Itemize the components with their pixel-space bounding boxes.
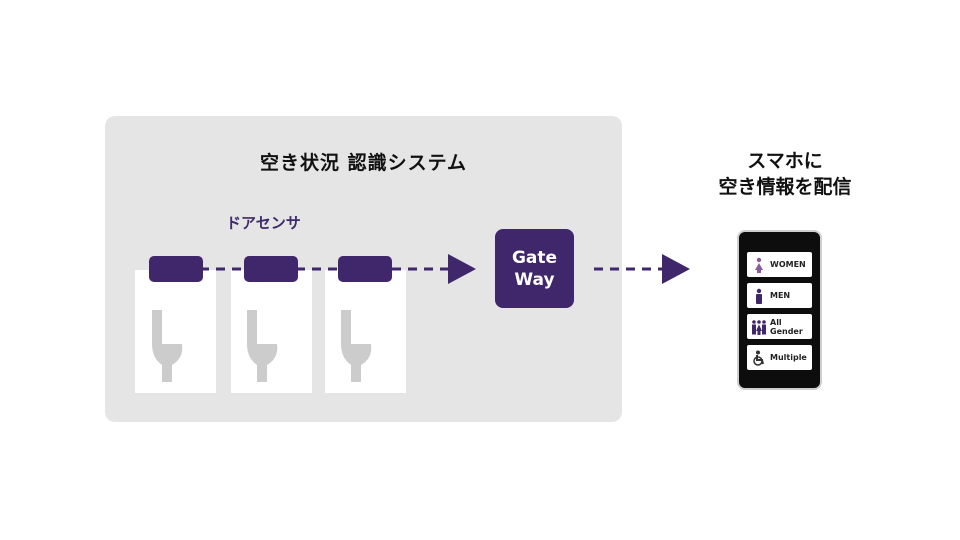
woman-icon <box>751 257 767 273</box>
toilet-stall <box>135 270 216 393</box>
multiple-label: Multiple <box>770 353 807 362</box>
all-gender-button[interactable]: All Gender <box>747 314 812 339</box>
door-sensor <box>149 256 203 282</box>
arrow-head-icon <box>448 254 476 284</box>
all-gender-label: All Gender <box>770 317 803 336</box>
gateway-label-line2: Way <box>514 269 555 290</box>
gateway-label-line1: Gate <box>511 247 558 268</box>
gateway-box: Gate Way <box>495 229 574 308</box>
arrow-head-icon <box>662 254 690 284</box>
toilet-icon <box>341 310 372 382</box>
toilet-stall <box>325 270 406 393</box>
men-button[interactable]: MEN <box>747 283 812 308</box>
toilet-stall <box>231 270 312 393</box>
smartphone: WOMEN MEN All Gender Multiple <box>737 230 822 390</box>
man-icon <box>751 288 767 304</box>
toilet-icon <box>247 310 278 382</box>
toilet-icon <box>152 310 183 382</box>
phone-title-line2: 空き情報を配信 <box>718 176 852 198</box>
all-gender-icon <box>751 319 767 335</box>
women-button[interactable]: WOMEN <box>747 252 812 277</box>
multiple-button[interactable]: Multiple <box>747 345 812 370</box>
system-title: 空き状況 認識システム <box>259 152 468 174</box>
door-sensor <box>338 256 392 282</box>
women-label: WOMEN <box>770 260 806 269</box>
men-label: MEN <box>770 291 791 300</box>
phone-title-line1: スマホに <box>747 150 823 172</box>
door-sensor <box>244 256 298 282</box>
phone-section-title: スマホに 空き情報を配信 <box>690 148 880 200</box>
wheelchair-icon <box>751 350 767 366</box>
door-sensor-label: ドアセンサ <box>226 214 301 232</box>
